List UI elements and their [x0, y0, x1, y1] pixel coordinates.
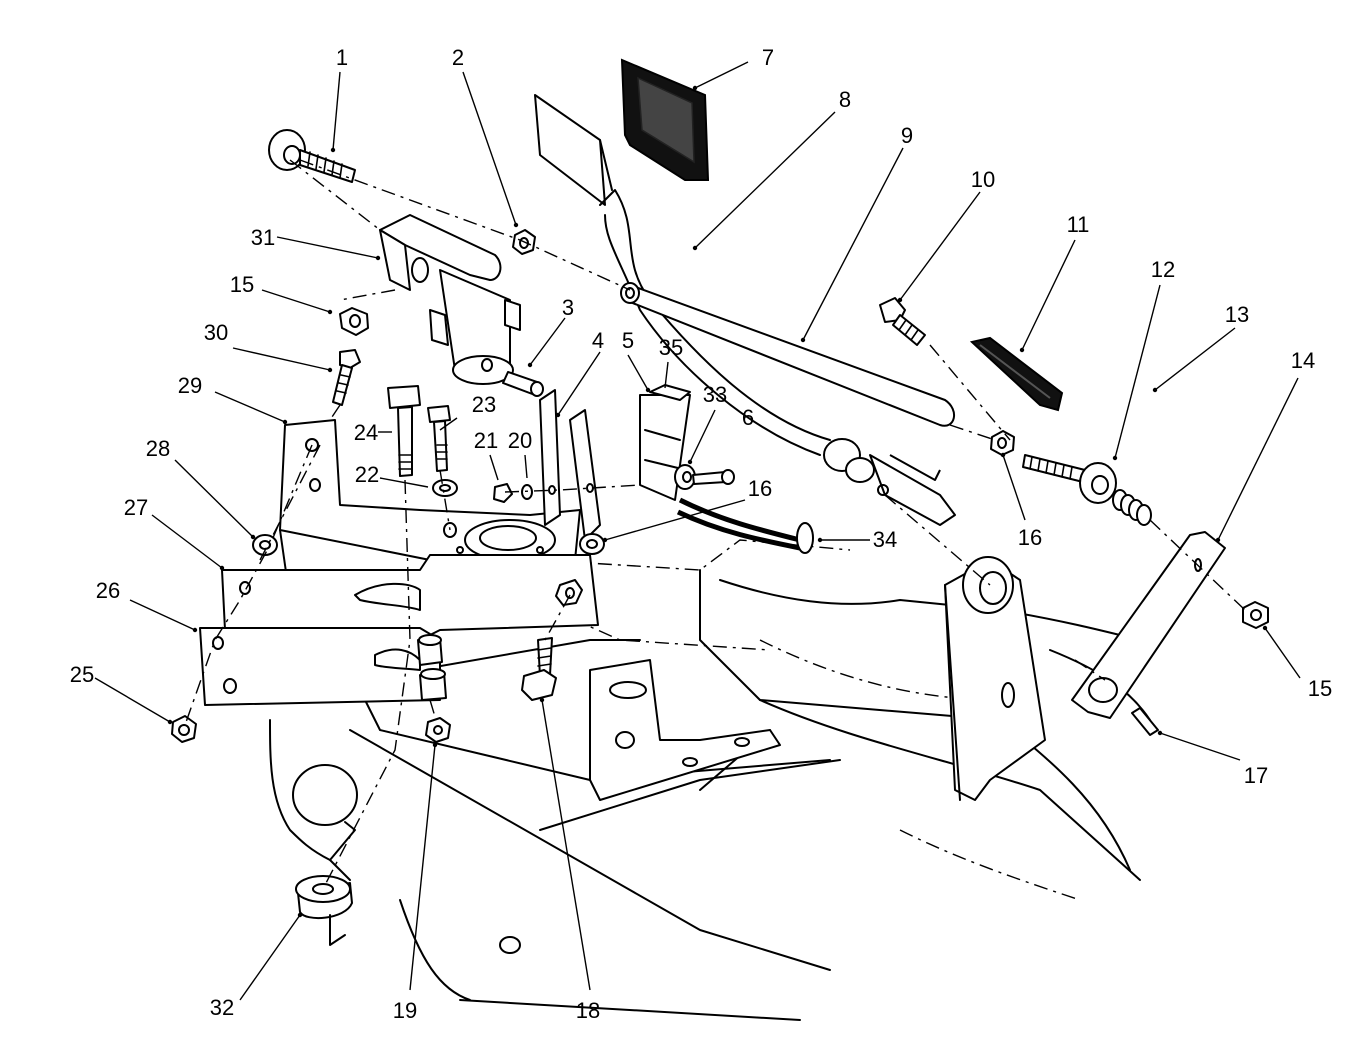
washer-20	[521, 484, 533, 500]
callout-15-right: 15	[1308, 676, 1332, 701]
callout-1: 1	[336, 45, 348, 70]
leader-dots	[167, 85, 1268, 918]
callout-13: 13	[1225, 302, 1249, 327]
callout-32: 32	[210, 995, 234, 1020]
callout-34: 34	[873, 527, 897, 552]
callout-16-center: 16	[748, 476, 772, 501]
bolt-18	[521, 637, 557, 701]
spring-pad-11	[969, 336, 1064, 412]
pedal-pad	[620, 58, 710, 181]
callout-4: 4	[592, 328, 604, 353]
spring-13	[1112, 489, 1152, 526]
callout-20: 20	[508, 428, 532, 453]
callout-6: 6	[742, 405, 754, 430]
callout-12: 12	[1151, 257, 1175, 282]
callout-5: 5	[622, 328, 634, 353]
chassis-frame	[269, 539, 1151, 1021]
callout-3: 3	[562, 295, 574, 320]
bearing-32	[295, 875, 353, 919]
callout-14: 14	[1291, 348, 1315, 373]
callout-9: 9	[901, 123, 913, 148]
callout-29: 29	[178, 373, 202, 398]
link-14	[1071, 531, 1226, 719]
hex-nut-15-right	[1242, 601, 1269, 629]
bracket-4	[539, 389, 601, 541]
eye-bolt-12	[1022, 454, 1117, 504]
callout-31: 31	[251, 225, 275, 250]
callout-26: 26	[96, 578, 120, 603]
callout-17: 17	[1244, 763, 1268, 788]
callout-16-right: 16	[1018, 525, 1042, 550]
callout-2: 2	[452, 45, 464, 70]
pivot-bolt	[268, 129, 356, 183]
nut-21	[493, 483, 513, 503]
bolt-23	[427, 405, 451, 472]
callout-30: 30	[204, 320, 228, 345]
bolt-24	[387, 385, 421, 477]
screw-6	[692, 469, 735, 485]
callout-11: 11	[1067, 212, 1090, 237]
callout-22: 22	[355, 462, 379, 487]
hex-nut-15-left	[339, 307, 369, 336]
callout-18: 18	[576, 998, 600, 1023]
hex-nut-16-right	[990, 430, 1015, 456]
callout-10: 10	[971, 167, 995, 192]
bushing-19	[417, 634, 447, 701]
callout-labels: 1 2 3 4 5 6 7 8 9 10 11 12 13 14 15 15 1…	[70, 45, 1332, 1023]
arm-27	[221, 554, 599, 641]
brake-rod	[620, 282, 955, 427]
roll-pin-3	[502, 371, 544, 397]
bolt-30	[332, 349, 361, 406]
callout-27: 27	[124, 495, 148, 520]
callout-35: 35	[659, 335, 683, 360]
callout-23: 23	[472, 392, 496, 417]
switch-5	[639, 384, 696, 501]
callout-15-left: 15	[230, 272, 254, 297]
pedal-clevis	[823, 438, 956, 526]
hex-nut-19	[425, 717, 451, 743]
bolt-10	[879, 297, 926, 346]
frame-pivot-bracket	[944, 556, 1046, 801]
callout-33: 33	[703, 382, 727, 407]
lock-washer-22	[432, 479, 458, 497]
callout-leaders	[94, 61, 1301, 1001]
pedal-pivot-bracket	[379, 214, 521, 385]
frame-mount-plate	[589, 659, 781, 801]
callout-28: 28	[146, 436, 170, 461]
callout-25: 25	[70, 662, 94, 687]
callout-7: 7	[762, 45, 774, 70]
callout-8: 8	[839, 87, 851, 112]
callout-24: 24	[354, 420, 378, 445]
wire-harness	[676, 497, 814, 554]
pin-17	[1131, 707, 1159, 736]
arm-26	[199, 627, 441, 706]
callout-19: 19	[393, 998, 417, 1023]
hex-nut-25	[171, 715, 197, 743]
callout-21: 21	[474, 428, 498, 453]
hex-nut-16-center	[579, 533, 605, 555]
alignment-lines	[184, 159, 1246, 946]
